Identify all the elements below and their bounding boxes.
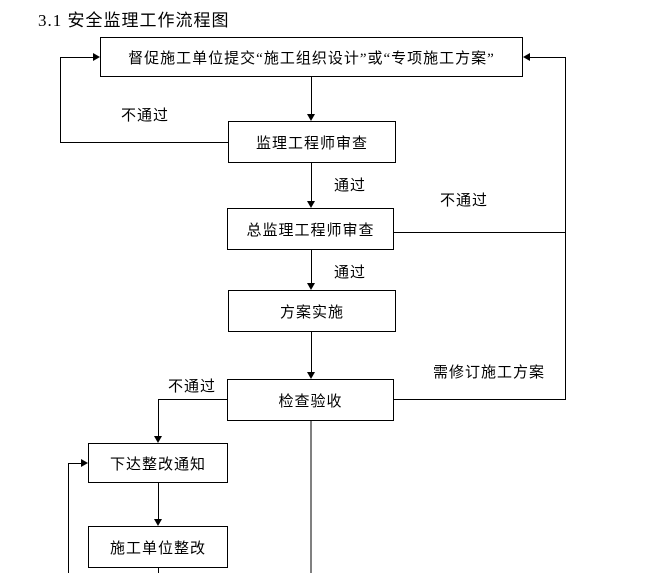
flow-node-inspection-acceptance-label: 检查验收 — [278, 393, 343, 410]
connector-inspection-fail-vertical — [158, 399, 159, 436]
connector-engineer-to-chief — [311, 163, 312, 202]
flow-node-engineer-review-label: 监理工程师审查 — [255, 135, 368, 152]
flow-node-plan-implementation-label: 方案实施 — [279, 304, 344, 321]
connector-engineer-fail-vertical — [60, 57, 61, 143]
flow-node-submit-plan: 督促施工单位提交“施工组织设计”或“专项施工方案” — [100, 37, 523, 77]
flow-node-issue-rectification-notice-label: 下达整改通知 — [109, 456, 206, 473]
flow-node-chief-engineer-review: 总监理工程师审查 — [227, 208, 394, 250]
arrow-down-icon — [307, 372, 315, 379]
connector-submit-to-engineer — [311, 77, 312, 115]
connector-rectification-continuation — [158, 568, 159, 573]
connector-engineer-fail-return — [60, 57, 94, 58]
connector-chief-fail-horizontal — [394, 232, 566, 233]
flow-node-submit-plan-label: 督促施工单位提交“施工组织设计”或“专项施工方案” — [128, 50, 495, 67]
connector-implementation-to-inspection — [311, 332, 312, 373]
arrow-right-icon — [81, 459, 88, 467]
arrow-left-icon — [523, 53, 530, 61]
arrow-down-icon — [154, 519, 162, 526]
arrow-down-icon — [307, 114, 315, 121]
connector-inspection-fail-horizontal — [158, 399, 227, 400]
edge-label-engineer-review-pass: 通过 — [334, 178, 367, 194]
connector-revise-plan-horizontal — [394, 399, 566, 400]
flow-node-engineer-review: 监理工程师审查 — [228, 121, 396, 163]
edge-label-chief-review-fail: 不通过 — [440, 193, 489, 209]
edge-label-revise-plan: 需修订施工方案 — [433, 365, 546, 381]
flow-node-issue-rectification-notice: 下达整改通知 — [88, 443, 228, 483]
edge-label-inspection-fail: 不通过 — [168, 379, 217, 395]
flow-node-chief-engineer-review-label: 总监理工程师审查 — [246, 222, 375, 239]
flow-node-plan-implementation: 方案实施 — [228, 290, 396, 332]
connector-right-return-vertical — [565, 57, 566, 400]
connector-chief-to-implementation — [311, 250, 312, 284]
edge-label-chief-review-pass: 通过 — [334, 265, 367, 281]
connector-right-return-top — [530, 57, 566, 58]
arrow-down-icon — [307, 283, 315, 290]
section-title: 3.1 安全监理工作流程图 — [38, 11, 230, 30]
connector-engineer-fail-horizontal — [60, 142, 228, 143]
edge-label-engineer-review-fail: 不通过 — [121, 108, 170, 124]
arrow-right-icon — [93, 53, 100, 61]
arrow-down-icon — [154, 436, 162, 443]
connector-notice-to-rectification — [158, 483, 159, 519]
flow-node-contractor-rectification-label: 施工单位整改 — [109, 540, 206, 557]
flow-node-contractor-rectification: 施工单位整改 — [88, 526, 228, 568]
arrow-down-icon — [307, 201, 315, 208]
connector-feedback-left-horizontal — [68, 463, 82, 464]
flow-node-inspection-acceptance: 检查验收 — [227, 379, 394, 421]
connector-inspection-continuation — [310, 421, 312, 573]
connector-feedback-left-vertical — [68, 463, 69, 573]
